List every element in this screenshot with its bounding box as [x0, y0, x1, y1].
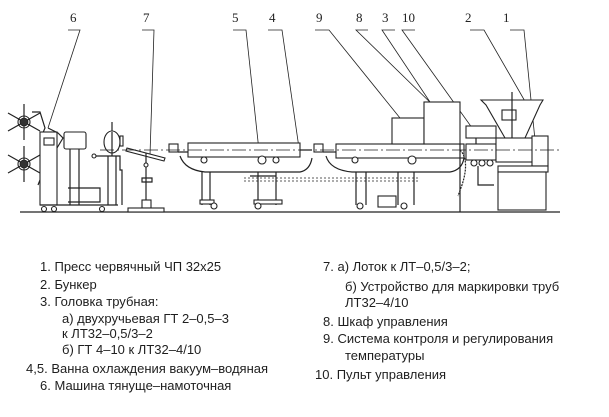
callout-8: 8 — [356, 10, 363, 25]
legend-num: 8. — [323, 313, 334, 329]
legend-num: 4,5. — [26, 360, 48, 376]
legend-item-7b: б) Устройство для маркировки труб — [323, 279, 559, 295]
legend-num: 2. — [40, 276, 51, 292]
legend-text: б) ГТ 4–10 к ЛТ32–4/10 — [62, 341, 202, 357]
legend-text: Шкаф управления — [337, 313, 448, 329]
trough-stand — [125, 147, 166, 213]
callout-3: 3 — [382, 10, 389, 25]
legend-num: 1. — [40, 259, 51, 274]
legend-text: Машина тянуще–намоточная — [54, 378, 232, 393]
callout-7: 7 — [143, 10, 150, 25]
callout-2: 2 — [465, 10, 472, 25]
legend-item-4-5: 4,5. Ванна охлаждения вакуум–водяная — [26, 360, 268, 378]
legend-item-1: 1. Пресс червячный ЧП 32х25 — [40, 258, 268, 276]
cooling-bath-5 — [168, 142, 313, 210]
legend-item-3b: б) ГТ 4–10 к ЛТ32–4/10 — [40, 341, 268, 358]
legend-item-7b-cont: ЛТ32–4/10 — [323, 295, 559, 311]
legend-item-2: 2. Бункер — [40, 276, 268, 294]
legend-text: а) двухручьевая ГТ 2–0,5–3 — [62, 310, 229, 326]
legend-text: ЛТ32–4/10 — [345, 294, 409, 310]
control-cabinet — [423, 101, 461, 145]
legend-text: Бункер — [54, 276, 97, 292]
legend-item-3a: а) двухручьевая ГТ 2–0,5–3 — [40, 311, 268, 326]
legend-num: 9. — [323, 331, 334, 346]
legend-item-9-cont: температуры — [323, 348, 559, 363]
legend-text: Головка трубная: — [54, 294, 159, 309]
legend-text: Пульт управления — [336, 366, 447, 382]
legend-item-9: 9. Система контроля и регулирования — [323, 330, 559, 348]
legend-text: Ванна охлаждения вакуум–водяная — [51, 360, 269, 376]
legend-left: 1. Пресс червячный ЧП 32х25 2. Бункер 3.… — [26, 258, 268, 395]
callout-4: 4 — [269, 10, 276, 25]
legend-text: а) Лоток к ЛТ–0,5/3–2; — [337, 259, 471, 274]
control-panel — [465, 125, 497, 139]
legend-text: температуры — [345, 347, 425, 363]
callout-5: 5 — [232, 10, 239, 25]
leader-lines — [47, 29, 541, 191]
legend-item-8: 8. Шкаф управления — [323, 313, 559, 331]
legend-text: Пресс червячный ЧП 32х25 — [54, 259, 222, 274]
legend-item-3: 3. Головка трубная: — [40, 293, 268, 311]
cooling-bath-4 — [313, 143, 465, 210]
legend-num: 7. — [323, 259, 334, 274]
reel-upper — [7, 104, 41, 140]
reel-lower — [7, 146, 41, 182]
callout-9: 9 — [316, 10, 323, 25]
legend-num: 3. — [40, 294, 51, 309]
vacuum-line — [244, 177, 420, 182]
extruder — [457, 92, 549, 211]
legend-text: к ЛТ32–0,5/3–2 — [62, 325, 153, 341]
legend-text: Система контроля и регулирования — [337, 331, 554, 346]
temperature-control-cabinet — [391, 117, 425, 145]
pipe-head — [465, 143, 497, 161]
legend-num: 10. — [315, 366, 334, 382]
callout-1: 1 — [503, 10, 510, 25]
legend-item-7a: 7. а) Лоток к ЛТ–0,5/3–2; — [323, 258, 559, 276]
legend-num: 6. — [40, 378, 51, 393]
winding-machine — [7, 104, 124, 213]
legend-item-6: 6. Машина тянуще–намоточная — [40, 377, 268, 395]
callout-6: 6 — [70, 10, 77, 25]
legend-item-3a-cont: к ЛТ32–0,5/3–2 — [40, 326, 268, 341]
legend-right: 7. а) Лоток к ЛТ–0,5/3–2; б) Устройство … — [315, 258, 559, 383]
legend-text: б) Устройство для маркировки труб — [345, 278, 560, 294]
callout-10: 10 — [402, 10, 415, 25]
legend-item-10: 10. Пульт управления — [315, 366, 559, 384]
extruder-base — [497, 171, 547, 211]
extrusion-line-drawing: 6 7 5 4 9 8 3 10 2 1 — [7, 10, 560, 213]
